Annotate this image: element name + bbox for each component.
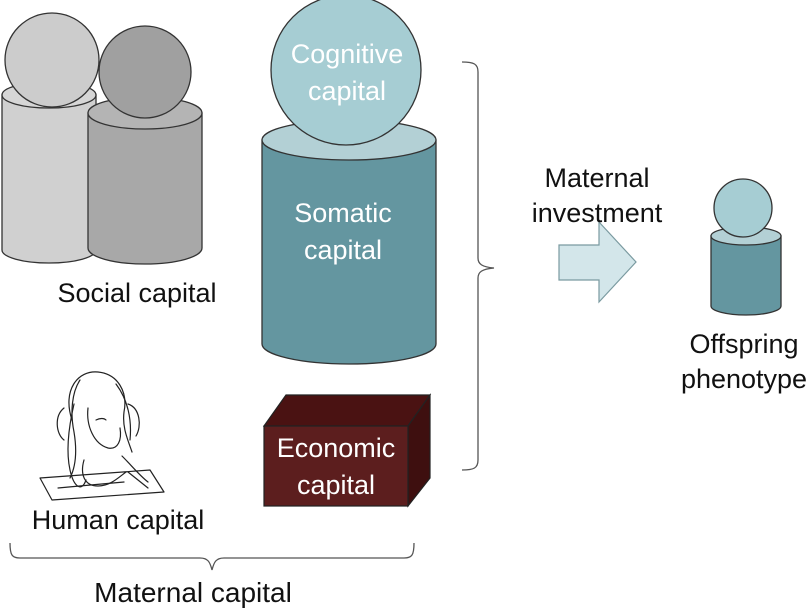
social-capital-label: Social capital [57,278,216,308]
social-capital-figure [1,12,203,265]
somatic-capital-label-line2: capital [304,235,382,265]
cognitive-capital-circle [270,0,422,146]
economic-capital-box [262,393,432,508]
human-capital-sketch [39,371,165,501]
resources-bracket [461,61,495,471]
maternal-capital-bracket [9,542,415,571]
economic-capital-label-line2: capital [297,470,375,500]
social-person-front [87,25,203,265]
social-person-back [1,12,100,264]
maternal-investment-label-line2: investment [532,198,663,228]
offspring-phenotype-label-line2: phenotype [681,364,807,394]
economic-capital-label-line1: Economic [277,433,396,463]
offspring-figure [710,178,782,316]
cognitive-capital-label-line1: Cognitive [291,39,404,69]
offspring-phenotype-label-line1: Offspring [689,329,798,359]
maternal-capital-label: Maternal capital [94,577,292,608]
maternal-investment-label-line1: Maternal [544,163,649,193]
maternal-investment-arrow [558,220,637,304]
human-capital-label: Human capital [32,505,205,535]
cognitive-capital-label-line2: capital [308,76,386,106]
somatic-capital-label-line1: Somatic [294,198,392,228]
